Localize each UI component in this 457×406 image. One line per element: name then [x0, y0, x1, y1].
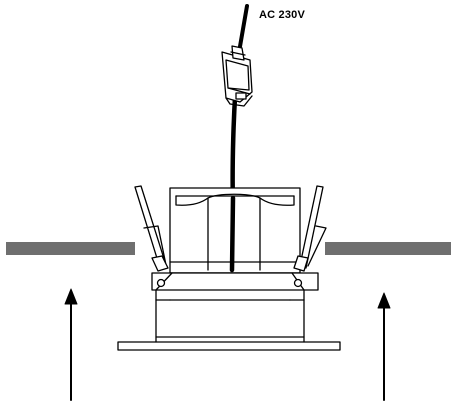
spring-clip-left — [134, 185, 169, 272]
terminal-block-connector — [221, 45, 253, 107]
downlight-housing — [169, 187, 301, 274]
ceiling-panel-left — [6, 242, 135, 255]
push-arrow-left — [64, 288, 78, 401]
supply-voltage-label: AC 230V — [259, 9, 306, 21]
spring-clip-right — [293, 185, 327, 272]
push-arrow-right — [377, 292, 391, 401]
trim-bezel — [117, 272, 341, 351]
ceiling-panel-right — [325, 242, 451, 255]
